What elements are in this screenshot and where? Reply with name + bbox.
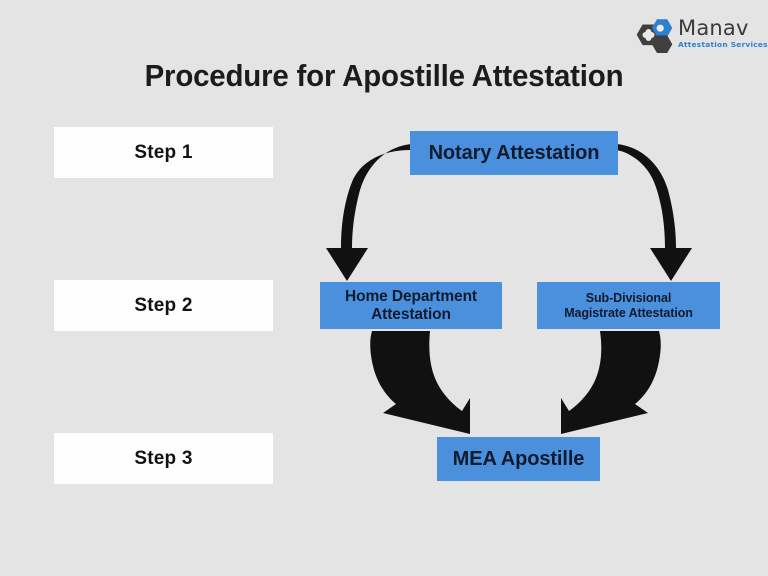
- flow-box-mea-label: MEA Apostille: [452, 447, 585, 470]
- logo-wordmark: Manav Attestation Services: [678, 16, 768, 56]
- flow-box-home-department-attestation: Home Department Attestation: [320, 282, 502, 329]
- arrow-notary-to-home: [326, 144, 412, 281]
- logo-tagline: Attestation Services: [678, 40, 768, 49]
- flow-box-sdm-text: Sub-Divisional Magistrate Attestation: [564, 291, 693, 319]
- flow-box-home-text: Home Department Attestation: [345, 288, 477, 323]
- flow-box-notary-attestation: Notary Attestation: [410, 131, 618, 175]
- arrow-sdm-to-mea: [561, 331, 661, 434]
- step-label-2: Step 2: [54, 280, 273, 331]
- flow-box-home-line2: Attestation: [371, 305, 451, 323]
- flow-box-notary-label: Notary Attestation: [428, 141, 600, 164]
- manav-hexagon-logo-icon: [636, 19, 673, 53]
- arrow-notary-to-sdm: [614, 144, 692, 281]
- flow-box-mea-apostille: MEA Apostille: [437, 437, 600, 481]
- flow-box-sdm-line2: Magistrate Attestation: [564, 305, 693, 320]
- brand-logo: Manav Attestation Services: [630, 16, 768, 58]
- flow-box-sub-divisional-magistrate-attestation: Sub-Divisional Magistrate Attestation: [537, 282, 720, 329]
- step-label-3: Step 3: [54, 433, 273, 484]
- arrow-home-to-mea: [370, 331, 470, 434]
- logo-name: Manav: [678, 16, 749, 40]
- page-title: Procedure for Apostille Attestation: [144, 58, 624, 93]
- step-label-1: Step 1: [54, 127, 273, 178]
- flow-box-home-line1: Home Department: [345, 288, 477, 305]
- flow-box-sdm-line1: Sub-Divisional: [585, 291, 672, 306]
